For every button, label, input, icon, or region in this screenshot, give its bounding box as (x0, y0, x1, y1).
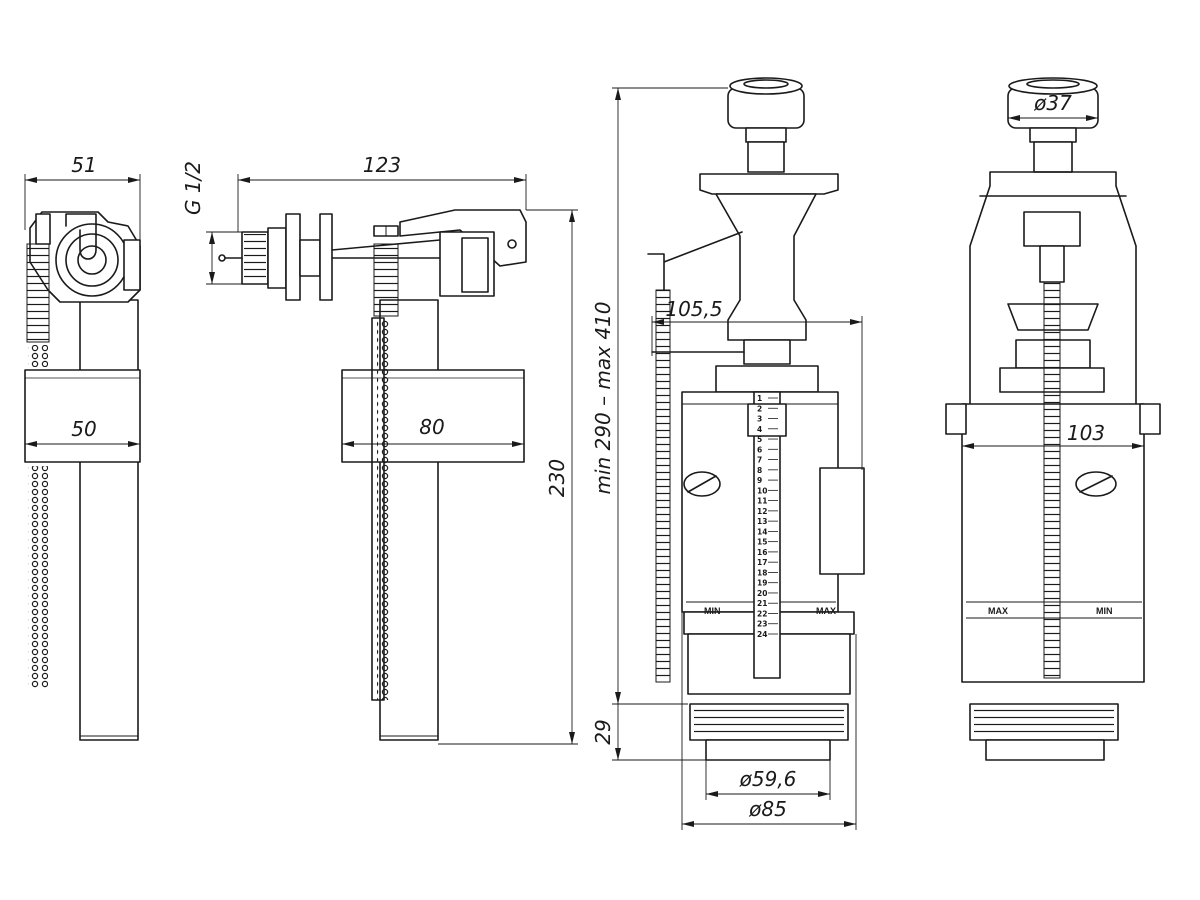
scale-number: 18 (757, 568, 767, 577)
scale-number: 24 (757, 630, 767, 639)
dim-thread-size: G 1/2 (181, 161, 205, 215)
scale-number: 16 (757, 548, 767, 557)
scale-number: 14 (757, 527, 767, 536)
scale-number: 4 (757, 425, 762, 434)
scale-number: 1 (757, 394, 762, 403)
dim-button-diameter: ø37 (1033, 91, 1072, 115)
dim-float-arm-reach: 105,5 (665, 297, 722, 321)
scale-number: 6 (757, 445, 762, 454)
view-valve-side (218, 209, 527, 741)
dimension-lines (24, 87, 1144, 830)
dim-outer-diameter: ø85 (748, 797, 787, 821)
scale-number: 8 (757, 466, 762, 475)
dim-valve-length: 123 (363, 153, 401, 177)
scale-number: 9 (757, 476, 762, 485)
dim-valve-height: 230 (545, 459, 569, 497)
scale-number: 21 (757, 599, 767, 608)
scale-number: 15 (757, 538, 767, 547)
aniplast-logo-icon (683, 471, 721, 497)
mark-max-left: MAX (816, 606, 836, 616)
scale-number: 23 (757, 620, 767, 629)
scale-number: 11 (757, 497, 767, 506)
dim-inner-diameter: ø59,6 (739, 767, 797, 791)
mark-min-left: MIN (704, 606, 721, 616)
scale-number: 13 (757, 517, 767, 526)
view-flush-side (945, 77, 1161, 761)
dim-thread-height: 29 (591, 719, 615, 744)
view-flush-front (647, 77, 865, 761)
view-valve-end (24, 211, 141, 741)
scale-number: 17 (757, 558, 767, 567)
mark-max-right: MAX (988, 606, 1008, 616)
scale-number: 12 (757, 507, 767, 516)
scale-number: 5 (757, 435, 762, 444)
scale-number: 3 (757, 415, 762, 424)
scale-number: 19 (757, 579, 767, 588)
dim-body-width: 103 (1067, 421, 1105, 445)
scale-number: 22 (757, 609, 767, 618)
scale-number: 20 (757, 589, 767, 598)
mark-min-right: MIN (1096, 606, 1113, 616)
aniplast-logo-icon (1075, 471, 1117, 497)
dim-valve-width: 51 (71, 153, 96, 177)
dim-float-length: 80 (419, 415, 444, 439)
scale-number: 2 (757, 404, 762, 413)
dim-adjust-range: min 290 – max 410 (591, 301, 615, 494)
scale-number: 7 (757, 456, 762, 465)
dim-float-width: 50 (71, 417, 96, 441)
scale-number: 10 (757, 486, 767, 495)
